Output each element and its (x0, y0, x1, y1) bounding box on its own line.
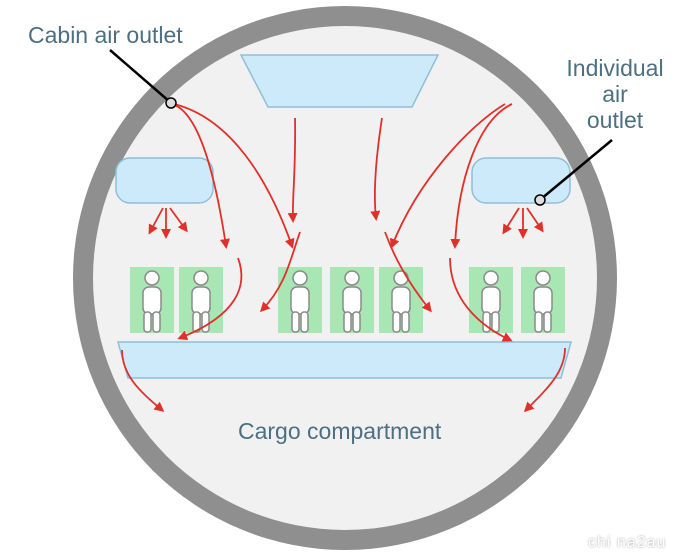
passenger-icon (481, 270, 501, 333)
passenger-rows (130, 267, 565, 333)
cabin-air-outlet-marker-icon (165, 97, 177, 109)
airflow-arrow-icon (389, 103, 506, 249)
seat-with-passenger (278, 267, 322, 333)
airflow-arrow-icon (526, 207, 544, 233)
individual-air-outlet-label-line-2: air (602, 81, 628, 107)
individual-air-outlet-label: Individual air outlet (560, 55, 670, 133)
floor-panel (117, 341, 572, 379)
cargo-compartment-label: Cargo compartment (238, 418, 442, 444)
airflow-arrow-icon (177, 257, 243, 341)
airflow-arrow-icon (450, 103, 513, 249)
airflow-arrow-icon (173, 103, 295, 249)
airflow-arrow-icon (502, 207, 520, 235)
seat-with-passenger (379, 267, 423, 333)
passenger-icon (342, 270, 362, 333)
airflow-arrow-icon (121, 349, 165, 412)
airflow-arrow-icon (449, 257, 513, 342)
airflow-arrow-icon (171, 103, 230, 249)
airflow-arrow-icon (370, 117, 383, 221)
seat-with-passenger (179, 267, 223, 333)
seat-with-passenger (469, 267, 513, 333)
right-individual-air-outlet-duct (471, 157, 571, 204)
watermark: chi na2au (588, 534, 667, 551)
airflow-arrow-icon (169, 207, 188, 233)
passenger-icon (142, 270, 162, 333)
individual-air-outlet-label-line-1: Individual (566, 55, 664, 81)
passenger-icon (290, 270, 310, 333)
passenger-icon (533, 270, 553, 333)
airflow-arrow-icon (384, 231, 432, 313)
seat-with-passenger (521, 267, 565, 333)
cabin-air-outlet-leader-line (109, 49, 171, 103)
airflow-arrow-icon (148, 207, 164, 235)
left-individual-air-outlet-duct (115, 157, 214, 204)
airflow-arrow-icon (523, 347, 566, 413)
airflow-arrows (121, 103, 566, 413)
individual-air-outlet-label-line-3: outlet (586, 107, 644, 133)
overhead-cabin-duct (239, 54, 440, 108)
airflow-arrow-icon (259, 231, 301, 313)
individual-air-outlet-leader-line (540, 139, 613, 200)
individual-air-outlet-marker-icon (534, 194, 546, 206)
seat-with-passenger (130, 267, 174, 333)
seat-with-passenger (330, 267, 374, 333)
airflow-arrow-icon (287, 117, 298, 223)
passenger-icon (391, 270, 411, 333)
cabin-air-outlet-label: Cabin air outlet (28, 22, 183, 48)
passenger-icon (191, 270, 211, 333)
